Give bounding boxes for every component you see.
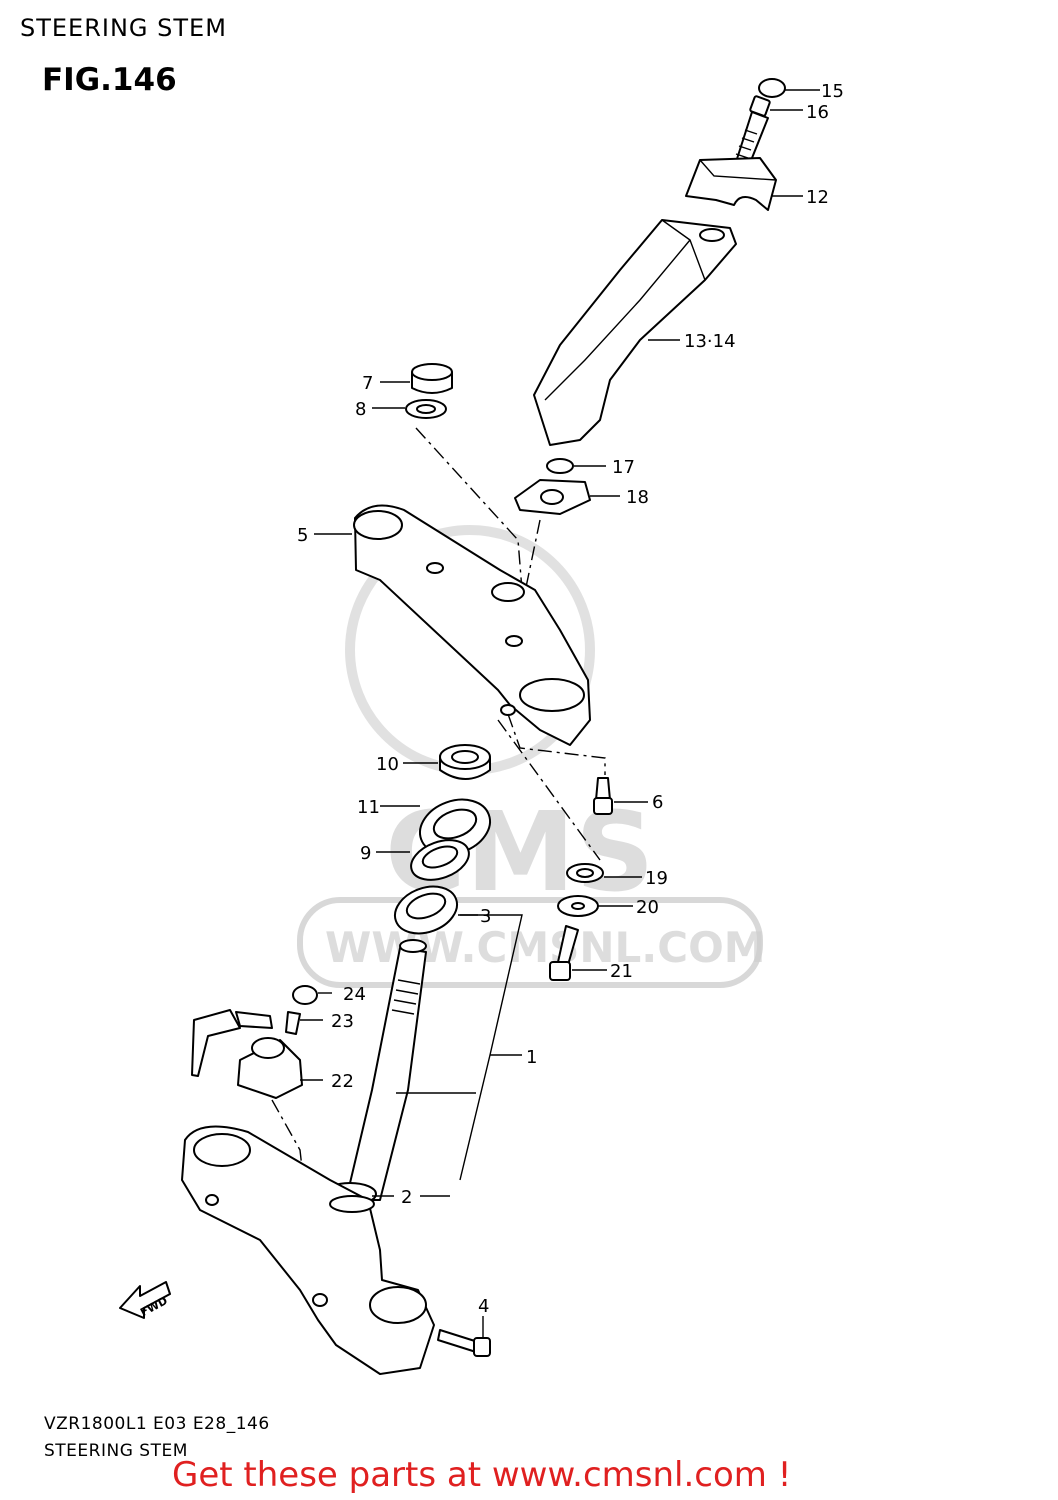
part-21-bolt[interactable]	[549, 925, 607, 981]
part-15-cap[interactable]	[758, 78, 820, 98]
part-13-14-handlebar[interactable]	[533, 219, 737, 446]
callout-7: 7	[362, 373, 373, 394]
forward-direction-arrow: FWD	[119, 1281, 171, 1319]
callout-22: 22	[331, 1071, 354, 1092]
part-23-bolt[interactable]	[285, 1011, 323, 1035]
callout-20: 20	[636, 897, 659, 918]
callout-9: 9	[360, 843, 371, 864]
part-10-nut[interactable]	[403, 744, 491, 780]
part-18-plate[interactable]	[514, 479, 620, 515]
callout-10: 10	[376, 754, 399, 775]
part-1-steering-stem[interactable]	[345, 914, 523, 1201]
page-header-title: STEERING STEM	[20, 14, 227, 42]
callout-4: 4	[478, 1296, 489, 1317]
figure-number: FIG.146	[42, 62, 177, 98]
callout-19: 19	[645, 868, 668, 889]
part-3-lower-bearing[interactable]	[388, 878, 478, 941]
part-9-bearing[interactable]	[376, 833, 474, 887]
callout-17: 17	[612, 457, 635, 478]
callout-23: 23	[331, 1011, 354, 1032]
watermark-url: WWW.CMSNL.COM	[325, 923, 766, 972]
callout-15: 15	[821, 81, 844, 102]
ignition-key-set	[191, 1009, 273, 1077]
part-22-ignition-switch[interactable]	[237, 1037, 323, 1099]
part-4-bolt[interactable]	[437, 1316, 491, 1357]
callout-1: 1	[526, 1047, 537, 1068]
promo-link[interactable]: Get these parts at www.cmsnl.com !	[172, 1455, 792, 1495]
part-6-bolt[interactable]	[593, 777, 648, 815]
callout-16: 16	[806, 102, 829, 123]
callout-3: 3	[480, 906, 491, 927]
watermark-banner	[297, 897, 763, 988]
part-8-washer[interactable]	[372, 399, 447, 419]
callout-24: 24	[343, 984, 366, 1005]
callout-2: 2	[401, 1187, 412, 1208]
part-16-bolt[interactable]	[735, 95, 803, 169]
callout-5: 5	[297, 525, 308, 546]
part-5-upper-bracket[interactable]	[314, 504, 591, 746]
part-7-steering-stem-nut[interactable]	[380, 363, 453, 394]
part-20-washer[interactable]	[557, 895, 633, 917]
part-19-washer[interactable]	[566, 863, 642, 883]
callout-18: 18	[626, 487, 649, 508]
part-24-cap[interactable]	[292, 985, 332, 1005]
callout-12: 12	[806, 187, 829, 208]
callout-11: 11	[357, 797, 380, 818]
part-17-washer[interactable]	[546, 458, 606, 474]
part-12-handlebar-clamp[interactable]	[685, 157, 803, 211]
footer-caption: STEERING STEM	[44, 1441, 188, 1461]
callout-13-14: 13·14	[684, 331, 736, 352]
part-11-dust-seal[interactable]	[380, 790, 498, 863]
callout-8: 8	[355, 399, 366, 420]
model-code-line: VZR1800L1 E03 E28_146	[44, 1414, 270, 1434]
callout-21: 21	[610, 961, 633, 982]
callout-6: 6	[652, 792, 663, 813]
lower-bracket[interactable]	[181, 1125, 435, 1375]
